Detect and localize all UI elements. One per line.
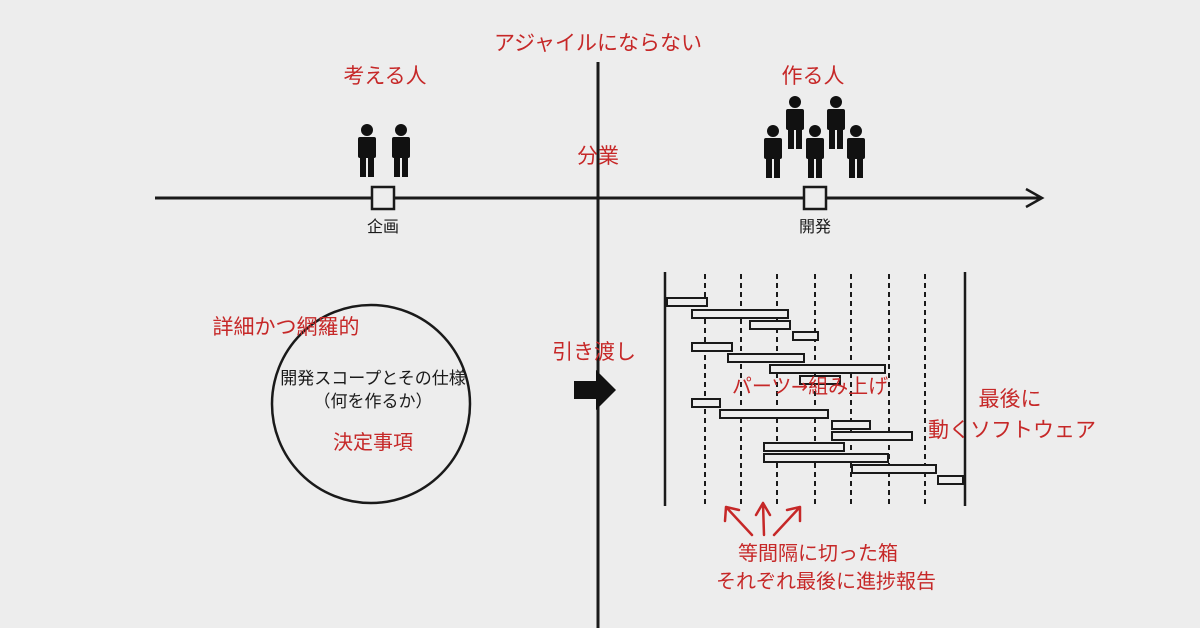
development-node-box (802, 185, 828, 211)
detailed-note: 詳細かつ網羅的 (212, 315, 360, 339)
pointer-arrow-left (723, 505, 754, 537)
person-icon (786, 96, 804, 149)
parts-assembly-label: パーツ→組み上げ (731, 374, 889, 398)
planning-node-label: 企画 (366, 217, 400, 236)
gantt-task-bar (763, 442, 845, 452)
boxes-label-line2: それぞれ最後に進捗報告 (716, 569, 936, 593)
gantt-task-bar (719, 409, 829, 419)
handoff-label: 引き渡し (552, 340, 636, 364)
person-icon (764, 125, 782, 178)
gantt-task-bar (691, 309, 789, 319)
gantt-task-bar (831, 420, 871, 430)
gantt-task-bar (727, 353, 805, 363)
person-icon (392, 124, 410, 177)
boxes-label-line1: 等間隔に切った箱 (738, 541, 898, 565)
gantt-chart (663, 272, 967, 506)
planners-label: 考える人 (343, 64, 427, 88)
makers-label: 作る人 (781, 64, 845, 88)
gantt-task-bar (691, 398, 721, 408)
gantt-task-bar (937, 475, 964, 485)
scope-spec-line2: （何を作るか） (313, 392, 433, 412)
boxes-pointer-arrows (723, 501, 802, 537)
gantt-task-bar (763, 453, 889, 463)
division-label: 分業 (577, 144, 619, 168)
pointer-arrow-middle (754, 501, 772, 537)
gantt-task-bar (792, 331, 819, 341)
person-icon (806, 125, 824, 178)
scope-spec-line1: 開発スコープとその仕様 (280, 369, 466, 389)
diagram-title: アジャイルにならない (493, 31, 703, 55)
development-node-label: 開発 (798, 217, 832, 236)
planning-node-box (370, 185, 396, 211)
person-icon (827, 96, 845, 149)
gantt-task-bar (851, 464, 937, 474)
gantt-task-bar (666, 297, 708, 307)
person-icon (847, 125, 865, 178)
gantt-task-bar (831, 431, 913, 441)
gantt-task-bar (769, 364, 886, 374)
result-line1: 最後に (978, 387, 1042, 411)
timeline-arrowhead (1025, 187, 1045, 209)
gantt-task-bar (749, 320, 791, 330)
decision-label: 決定事項 (333, 430, 413, 454)
result-line2: 動くソフトウェア (928, 418, 1096, 442)
planner-people-group (358, 124, 410, 177)
handoff-arrow-icon (574, 370, 616, 410)
gantt-task-bar (799, 375, 841, 385)
maker-people-group (764, 96, 865, 178)
scope-circle (270, 303, 472, 505)
person-icon (358, 124, 376, 177)
gantt-task-bar (691, 342, 733, 352)
pointer-arrow-right (772, 505, 802, 537)
